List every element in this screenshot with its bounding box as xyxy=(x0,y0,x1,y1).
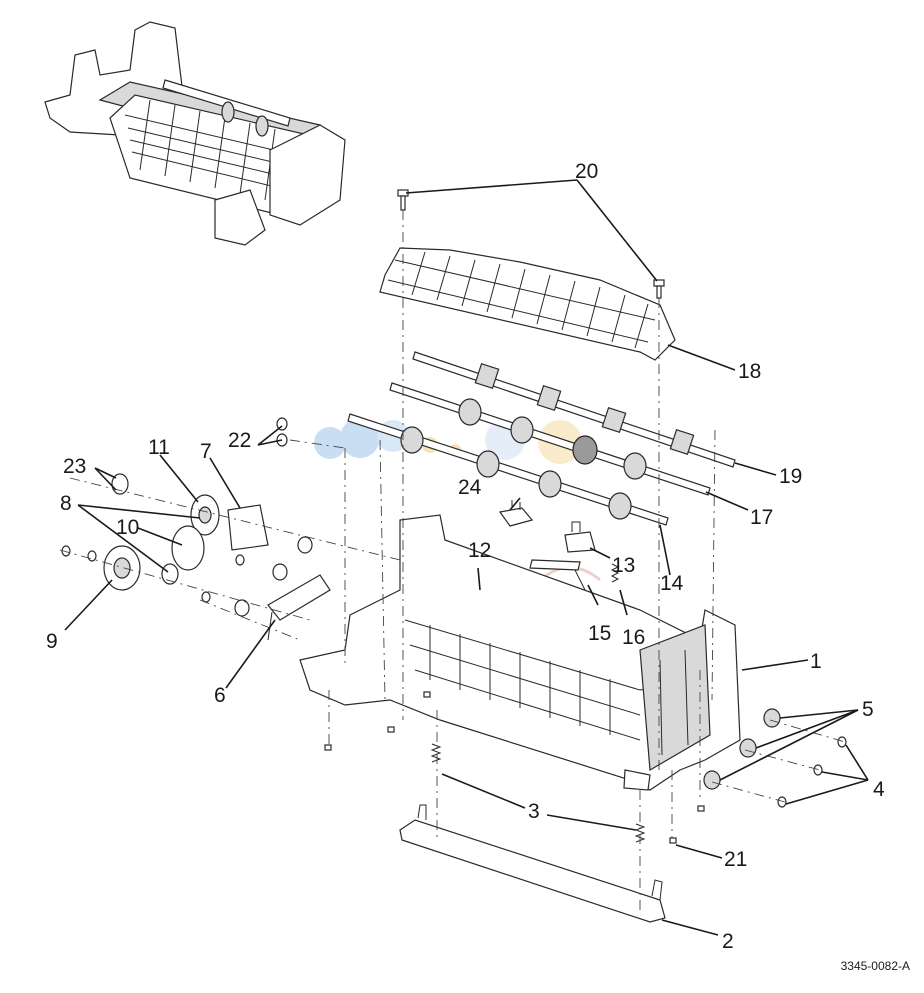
assembled-unit-inset xyxy=(44,21,346,246)
springs-3 xyxy=(430,743,646,843)
screw-right xyxy=(653,279,665,299)
callout-9: 9 xyxy=(46,630,58,653)
e-clips-4 xyxy=(777,736,847,808)
callout-21: 21 xyxy=(724,848,747,871)
callout-1: 1 xyxy=(810,650,822,673)
callout-7: 7 xyxy=(200,440,212,463)
main-frame xyxy=(299,514,741,791)
roller-shaft-14 xyxy=(347,413,669,526)
roller-shaft-17 xyxy=(389,382,711,496)
spring-16 xyxy=(610,563,620,583)
callout-16: 16 xyxy=(622,626,645,649)
callout-2: 2 xyxy=(722,930,734,953)
axis-lines xyxy=(59,210,846,910)
callout-labels: 20 18 19 17 14 13 16 15 12 24 22 11 7 23… xyxy=(46,160,885,953)
callout-18: 18 xyxy=(738,360,761,383)
guide-plate-2 xyxy=(399,804,666,923)
callout-3: 3 xyxy=(528,800,540,823)
callout-20: 20 xyxy=(575,160,598,183)
sensor-actuator-24 xyxy=(498,500,534,527)
callout-23: 23 xyxy=(63,455,86,478)
locating-pins xyxy=(324,691,705,844)
paper-guide-cover xyxy=(379,247,676,361)
callout-4: 4 xyxy=(873,778,885,801)
leader-lines xyxy=(64,179,869,936)
callout-12: 12 xyxy=(468,539,491,562)
callout-14: 14 xyxy=(660,572,684,595)
callout-17: 17 xyxy=(750,506,773,529)
callout-13: 13 xyxy=(612,554,635,577)
callout-15: 15 xyxy=(588,622,611,645)
callout-6: 6 xyxy=(214,684,226,707)
document-id: 3345-0082-A xyxy=(841,959,910,973)
link-arm-6 xyxy=(267,574,331,641)
lever-15 xyxy=(529,559,591,601)
callout-8: 8 xyxy=(60,492,72,515)
callout-10: 10 xyxy=(116,516,139,539)
callout-22: 22 xyxy=(228,429,251,452)
callout-5: 5 xyxy=(862,698,874,721)
callout-24: 24 xyxy=(458,476,482,499)
roller-shaft-19 xyxy=(412,351,736,468)
callout-11: 11 xyxy=(148,436,170,459)
callout-19: 19 xyxy=(779,465,802,488)
